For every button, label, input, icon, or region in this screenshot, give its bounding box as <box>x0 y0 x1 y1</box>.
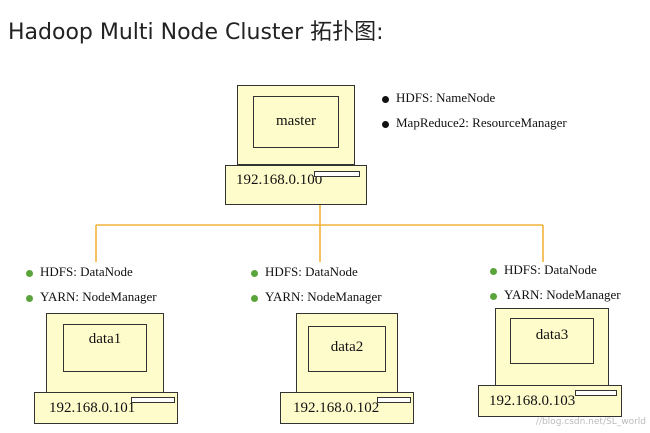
service-label: HDFS: NameNode <box>396 90 496 105</box>
service-label: YARN: NodeManager <box>265 289 382 304</box>
master-label: master <box>276 113 316 129</box>
bullet-icon <box>26 269 33 277</box>
data1-base: 192.168.0.101 <box>34 392 178 424</box>
bullet-icon <box>26 294 33 302</box>
master-ip: 192.168.0.100 <box>236 172 323 188</box>
data2-ip: 192.168.0.102 <box>293 400 380 416</box>
master-screen: master <box>253 96 339 148</box>
drive-slot <box>377 397 411 403</box>
data2-services: HDFS: DataNode YARN: NodeManager <box>251 264 382 314</box>
drive-slot <box>131 397 175 403</box>
bullet-icon <box>382 120 389 128</box>
data3-services: HDFS: DataNode YARN: NodeManager <box>490 262 621 312</box>
service-item: YARN: NodeManager <box>490 287 621 312</box>
master-services: HDFS: NameNode MapReduce2: ResourceManag… <box>382 90 567 140</box>
diagram-title: Hadoop Multi Node Cluster 拓扑图: <box>8 20 384 45</box>
master-base: 192.168.0.100 <box>225 165 367 205</box>
service-label: HDFS: DataNode <box>504 262 597 277</box>
bullet-icon <box>490 267 497 275</box>
data3-base: 192.168.0.103 <box>478 385 622 417</box>
service-label: MapReduce2: ResourceManager <box>396 115 567 130</box>
data1-services: HDFS: DataNode YARN: NodeManager <box>26 264 157 314</box>
data1-label: data1 <box>88 331 122 347</box>
bullet-icon <box>490 292 497 300</box>
service-item: HDFS: DataNode <box>490 262 621 287</box>
drive-slot <box>575 390 617 396</box>
data2-base: 192.168.0.102 <box>280 392 414 424</box>
service-item: MapReduce2: ResourceManager <box>382 115 567 140</box>
service-label: YARN: NodeManager <box>504 287 621 302</box>
service-item: HDFS: DataNode <box>251 264 382 289</box>
bullet-icon <box>251 294 258 302</box>
data1-screen: data1 <box>63 324 147 372</box>
data3-ip: 192.168.0.103 <box>489 393 576 409</box>
watermark: //blog.csdn.net/SL_world <box>535 417 646 427</box>
bullet-icon <box>382 95 389 103</box>
data2-screen: data2 <box>308 326 386 372</box>
service-item: HDFS: DataNode <box>26 264 157 289</box>
service-label: YARN: NodeManager <box>40 289 157 304</box>
data2-label: data2 <box>330 339 364 355</box>
service-label: HDFS: DataNode <box>265 264 358 279</box>
service-item: YARN: NodeManager <box>26 289 157 314</box>
data3-label: data3 <box>535 327 569 343</box>
drive-slot <box>314 171 360 177</box>
service-item: HDFS: NameNode <box>382 90 567 115</box>
data1-ip: 192.168.0.101 <box>49 400 136 416</box>
data3-screen: data3 <box>510 318 594 364</box>
service-label: HDFS: DataNode <box>40 264 133 279</box>
bullet-icon <box>251 269 258 277</box>
service-item: YARN: NodeManager <box>251 289 382 314</box>
